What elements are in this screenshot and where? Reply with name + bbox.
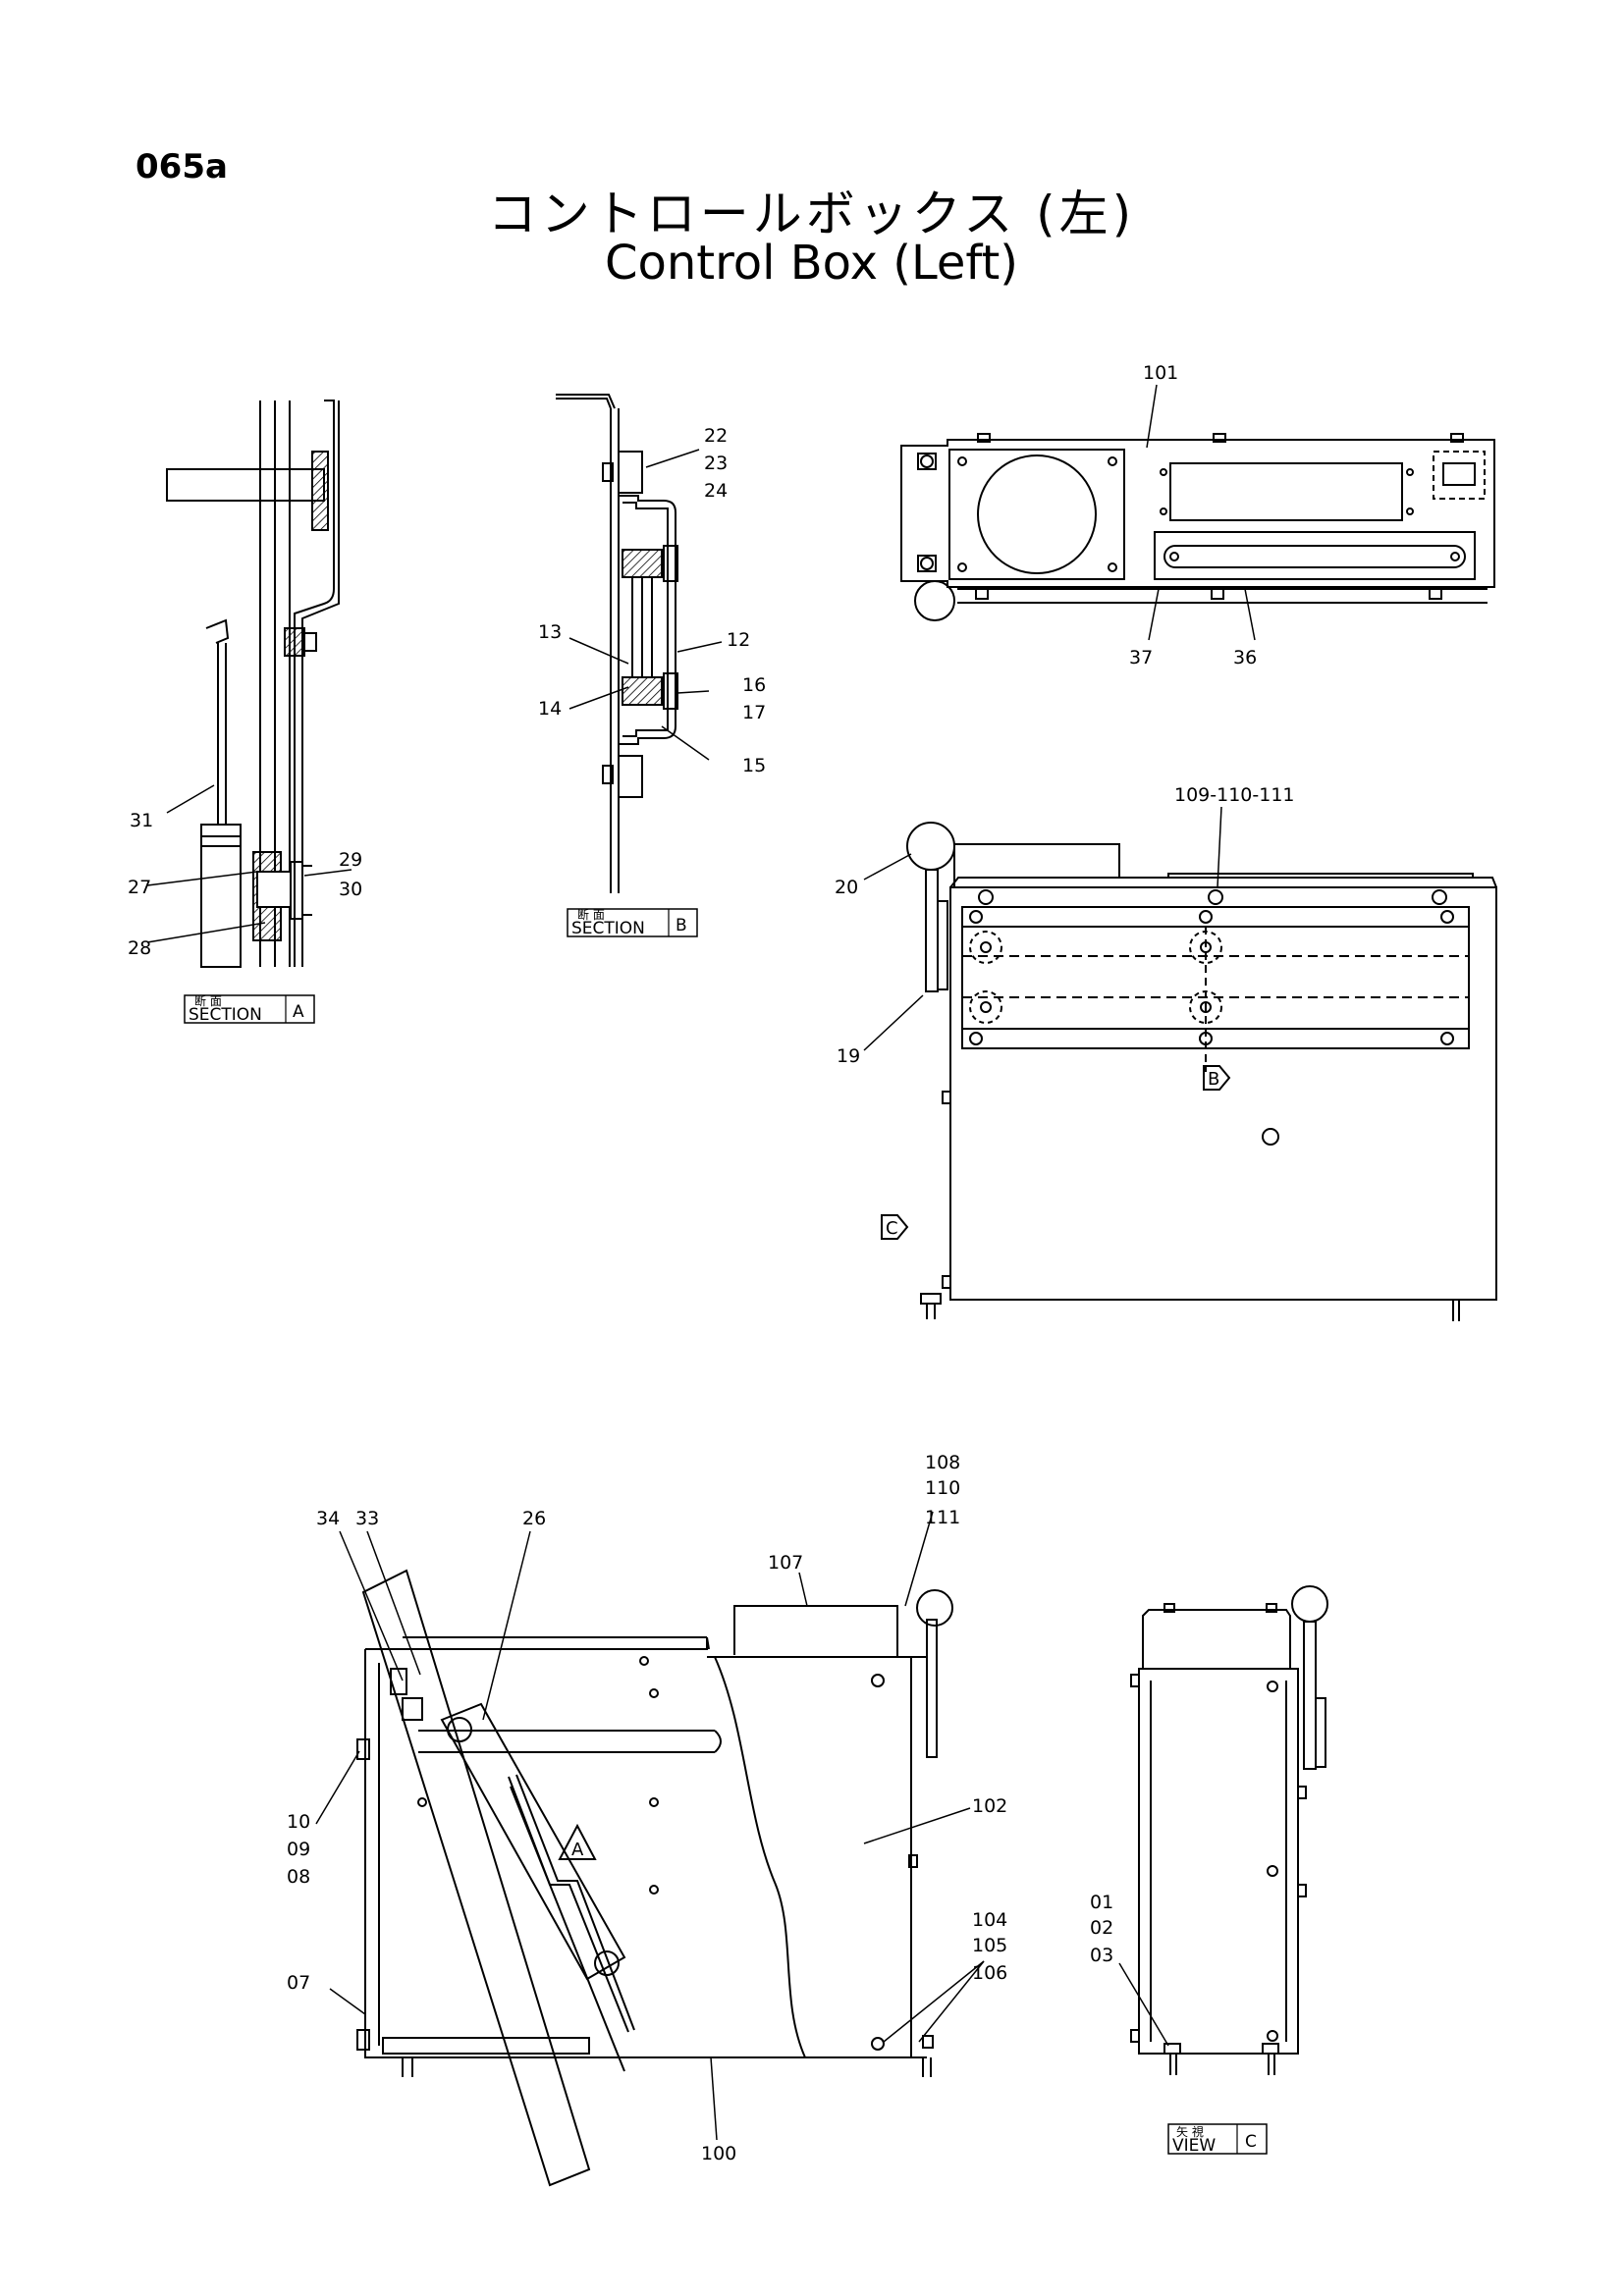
callout-16: 16: [742, 674, 766, 696]
view-c-letter: C: [1245, 2132, 1257, 2152]
title-japanese: コントロールボックス (左): [487, 186, 1136, 242]
page-number: 065a: [135, 147, 228, 187]
callout-29: 29: [339, 849, 362, 871]
callout-19: 19: [837, 1045, 860, 1067]
callout-07: 07: [287, 1972, 310, 1994]
section-b-callouts: 22 23 24 13 12 14 16 17 15: [538, 425, 766, 776]
callout-107: 107: [768, 1552, 803, 1574]
callout-17: 17: [742, 702, 766, 723]
callout-100: 100: [701, 2143, 736, 2164]
callout-27: 27: [128, 877, 151, 898]
section-b-drawing: [556, 394, 678, 893]
view-c-text: VIEW: [1172, 2136, 1216, 2156]
callout-31: 31: [130, 810, 153, 831]
callout-15: 15: [742, 755, 766, 776]
callout-33: 33: [355, 1508, 379, 1529]
section-a-drawing: [166, 400, 340, 968]
section-a-letter: A: [293, 1002, 304, 1022]
marker-c: C: [886, 1218, 898, 1239]
callout-03: 03: [1090, 1945, 1113, 1966]
callout-106: 106: [972, 1962, 1007, 1984]
callout-36: 36: [1233, 647, 1257, 668]
section-a-text: SECTION: [189, 1005, 262, 1025]
callout-10: 10: [287, 1811, 310, 1833]
callout-24: 24: [704, 480, 728, 502]
view-c-drawing: [1130, 1585, 1328, 2075]
callout-01: 01: [1090, 1892, 1113, 1913]
callout-37: 37: [1129, 647, 1153, 668]
section-b-leaders: [568, 449, 723, 761]
callout-08: 08: [287, 1866, 310, 1888]
callout-12: 12: [727, 629, 750, 651]
marker-b: B: [1208, 1069, 1219, 1090]
callout-104: 104: [972, 1909, 1007, 1931]
top-view-callouts: 101 37 36: [1129, 362, 1257, 668]
section-a-callouts: 31 27 28 29 30: [128, 810, 362, 959]
callout-30: 30: [339, 879, 362, 900]
callout-22: 22: [704, 425, 728, 447]
callout-13: 13: [538, 621, 562, 643]
section-b-label-box: 断 面 SECTION B: [567, 907, 698, 938]
callout-102: 102: [972, 1795, 1007, 1817]
section-a-kanji: 断 面: [194, 993, 222, 1008]
callout-02: 02: [1090, 1917, 1113, 1939]
side-view-leaders: [315, 1511, 985, 2141]
callout-105: 105: [972, 1935, 1007, 1956]
side-view-drawing: [356, 1569, 953, 2187]
callout-110: 110: [925, 1477, 960, 1499]
view-c-leaders: [1118, 1962, 1169, 2047]
callout-28: 28: [128, 937, 151, 959]
view-c-kanji: 矢 視: [1176, 2124, 1204, 2139]
front-view-drawing: [881, 822, 1497, 1321]
view-c-label-box: 矢 視 VIEW C: [1167, 2123, 1268, 2156]
callout-20: 20: [835, 877, 858, 898]
section-a-leaders: [146, 784, 352, 943]
title-english: Control Box (Left): [604, 236, 1018, 291]
top-view-drawing: [900, 433, 1495, 621]
front-view-leaders: [863, 806, 1222, 1051]
section-b-text: SECTION: [571, 919, 645, 938]
callout-109-110-111: 109-110-111: [1174, 784, 1295, 806]
view-c-callouts: 01 02 03: [1090, 1892, 1113, 1966]
callout-14: 14: [538, 698, 562, 720]
front-view-callouts: 109-110-111 20 19 B C: [835, 784, 1295, 1239]
section-a-label-box: 断 面 SECTION A: [184, 993, 315, 1025]
section-b-kanji: 断 面: [577, 907, 605, 922]
section-b-letter: B: [676, 916, 687, 935]
callout-09: 09: [287, 1839, 310, 1860]
callout-23: 23: [704, 453, 728, 474]
callout-111: 111: [925, 1507, 960, 1528]
top-view-leaders: [1146, 384, 1256, 641]
callout-108: 108: [925, 1452, 960, 1473]
side-view-callouts: 108 110 111 34 33 26 107 102 10 09 08 10…: [287, 1452, 1007, 2164]
callout-101: 101: [1143, 362, 1178, 384]
marker-a: A: [571, 1840, 584, 1860]
callout-26: 26: [522, 1508, 546, 1529]
callout-34: 34: [316, 1508, 340, 1529]
